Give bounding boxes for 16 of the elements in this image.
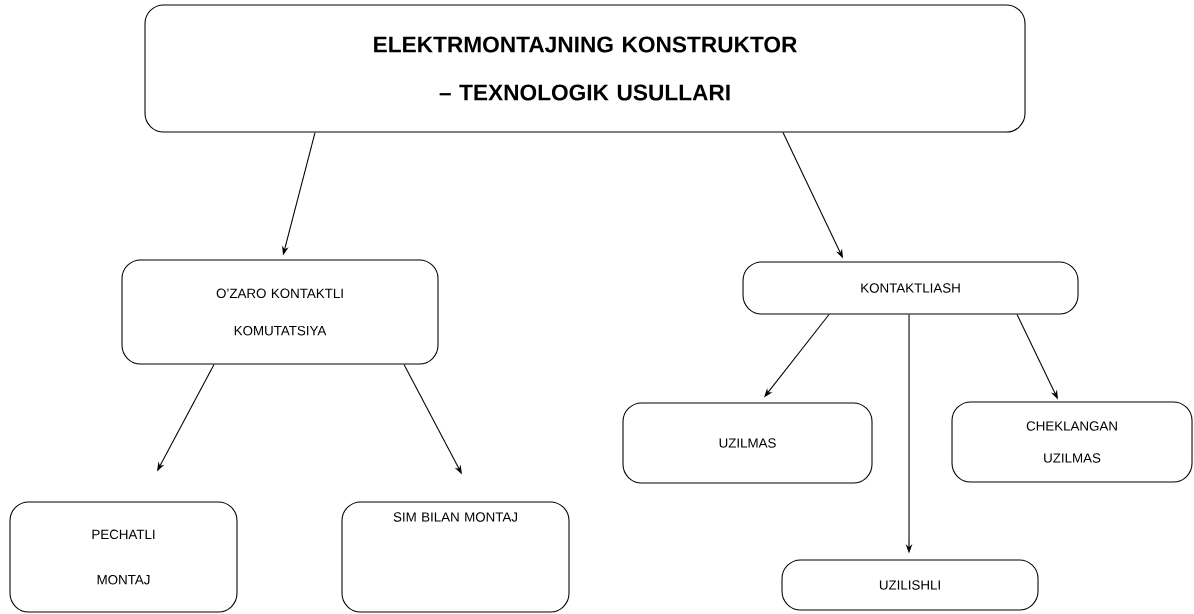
process-box xyxy=(622,402,873,484)
node-label: KONTAKTLIASH xyxy=(861,283,960,293)
node-label: UZILMAS xyxy=(719,438,776,448)
process-box xyxy=(951,401,1193,483)
process-box xyxy=(121,259,439,365)
process-box xyxy=(9,501,238,613)
process-box xyxy=(341,501,570,613)
process-box xyxy=(742,261,1079,315)
node-label: ELEKTRMONTAJNING KONSTRUKTOR – TEXNOLOGIK USULLARI xyxy=(374,36,797,101)
node-label: O’ZARO KONTAKTLI KOMUTATSIYA xyxy=(216,288,343,336)
title-box xyxy=(144,4,1026,133)
node-label: CHEKLANGAN UZILMAS xyxy=(1026,421,1117,463)
node-label: UZILISHLI xyxy=(879,580,940,590)
process-box xyxy=(781,559,1039,611)
node-label: PECHATLI MONTAJ xyxy=(92,529,155,585)
node-label: SIM BILAN MONTAJ xyxy=(393,512,518,522)
